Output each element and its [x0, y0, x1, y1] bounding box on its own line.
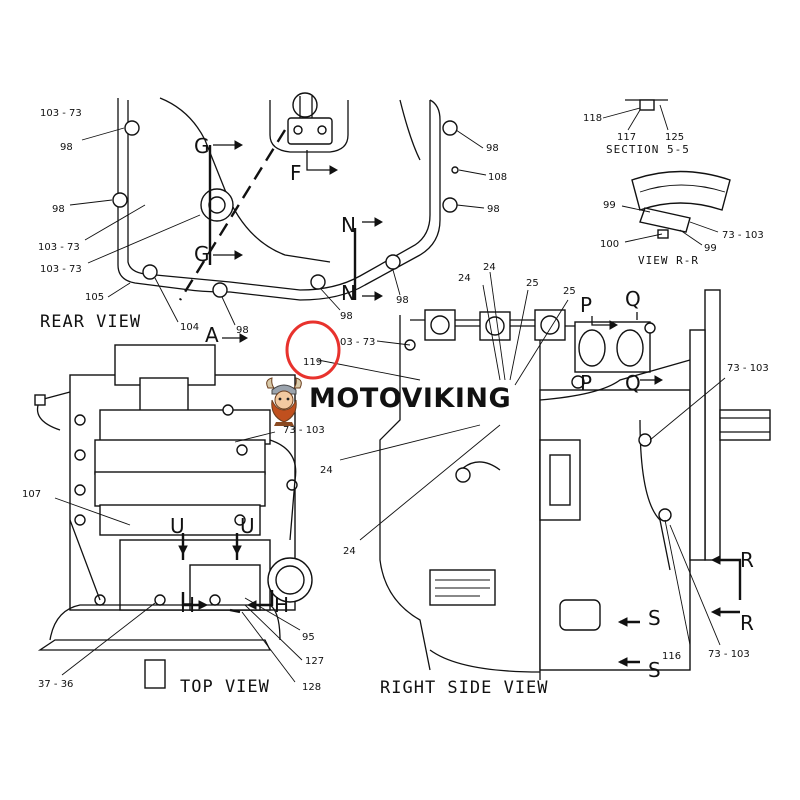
top-view-title: TOP VIEW	[180, 677, 270, 697]
callout-37-36: 37 - 36	[38, 679, 73, 690]
top-view-markers: U U H H	[170, 514, 289, 617]
section-marker-h: H	[274, 593, 289, 617]
rear-view-drawing	[112, 92, 459, 301]
callout-127: 127	[305, 656, 324, 667]
callout-98: 98	[486, 143, 499, 154]
view-r-r-title: VIEW R-R	[638, 254, 699, 267]
section-marker-s: S	[648, 658, 661, 682]
callout-98: 98	[52, 204, 65, 215]
right-side-view-title: RIGHT SIDE VIEW	[380, 678, 549, 698]
callout-98: 98	[396, 295, 409, 306]
right-side-markers: P P Q Q R R S S	[580, 287, 754, 682]
section-marker-p: P	[580, 371, 592, 395]
callout-73-103: 73 - 103	[283, 425, 325, 436]
brand-name: MOTOVIKING	[309, 383, 512, 414]
callout-24: 24	[320, 465, 333, 476]
callout-98: 98	[236, 325, 249, 336]
section-marker-h: H	[180, 593, 195, 617]
callout-25: 25	[563, 286, 576, 297]
brand-watermark: MOTOVIKING	[262, 372, 537, 434]
section-marker-s: S	[648, 606, 661, 630]
section-marker-r: R	[740, 611, 754, 635]
callout-73-103: 73 - 103	[722, 230, 764, 241]
right-side-callouts: 24 24 25 25 24 24 03 - 73 119 73 - 103 1…	[303, 262, 769, 698]
callout-25: 25	[526, 278, 539, 289]
callout-103-73: 103 - 73	[40, 264, 82, 275]
callout-108: 108	[488, 172, 507, 183]
callout-24: 24	[458, 273, 471, 284]
callout-99: 99	[704, 243, 717, 254]
callout-99: 99	[603, 200, 616, 211]
callout-117: 117	[617, 132, 636, 143]
callout-98: 98	[60, 142, 73, 153]
callout-98: 98	[487, 204, 500, 215]
callout-119: 119	[303, 357, 322, 368]
section-marker-q: Q	[625, 371, 641, 395]
callout-103-73: 103 - 73	[38, 242, 80, 253]
section-marker-u: U	[170, 514, 185, 538]
callout-100: 100	[600, 239, 619, 250]
callout-107: 107	[22, 489, 41, 500]
callout-128: 128	[302, 682, 321, 693]
callout-103-73: 103 - 73	[40, 108, 82, 119]
section-marker-g: G	[194, 242, 210, 266]
callout-105: 105	[85, 292, 104, 303]
section-marker-f: F	[290, 161, 302, 185]
right-side-view-drawing	[379, 289, 771, 680]
top-view-drawing	[34, 344, 313, 689]
callout-118: 118	[583, 113, 602, 124]
section-marker-p: P	[580, 293, 592, 317]
section-5-5-title: SECTION 5-5	[606, 143, 690, 156]
rear-view-markers: G G F N N A REAR VIEW	[40, 134, 384, 347]
callout-104: 104	[180, 322, 199, 333]
section-marker-a: A	[205, 323, 219, 347]
callout-24: 24	[343, 546, 356, 557]
viking-logo-icon	[266, 377, 302, 426]
callout-116: 116	[662, 651, 681, 662]
callout-24: 24	[483, 262, 496, 273]
rear-view-title: REAR VIEW	[40, 312, 141, 332]
rear-view-callouts: 103 - 73 98 98 103 - 73 103 - 73 105 104…	[38, 108, 507, 336]
highlight-circle	[285, 320, 341, 380]
callout-125: 125	[665, 132, 684, 143]
section-marker-q: Q	[625, 287, 641, 311]
section-marker-n: N	[341, 213, 356, 237]
section-marker-n: N	[341, 281, 356, 305]
section-5-5-drawing: 118 117 125 SECTION 5-5	[583, 99, 690, 156]
callout-95: 95	[302, 632, 315, 643]
section-marker-u: U	[240, 514, 255, 538]
callout-73-103: 73 - 103	[727, 363, 769, 374]
callout-03-73: 03 - 73	[340, 337, 375, 348]
callout-98: 98	[340, 311, 353, 322]
callout-73-103: 73 - 103	[708, 649, 750, 660]
section-marker-r: R	[740, 548, 754, 572]
section-marker-g: G	[194, 134, 210, 158]
top-view-callouts: 73 - 103 107 37 - 36 95 127 128 TOP VIEW	[22, 425, 325, 697]
view-r-r-drawing: 99 100 99 73 - 103 VIEW R-R	[600, 170, 764, 267]
